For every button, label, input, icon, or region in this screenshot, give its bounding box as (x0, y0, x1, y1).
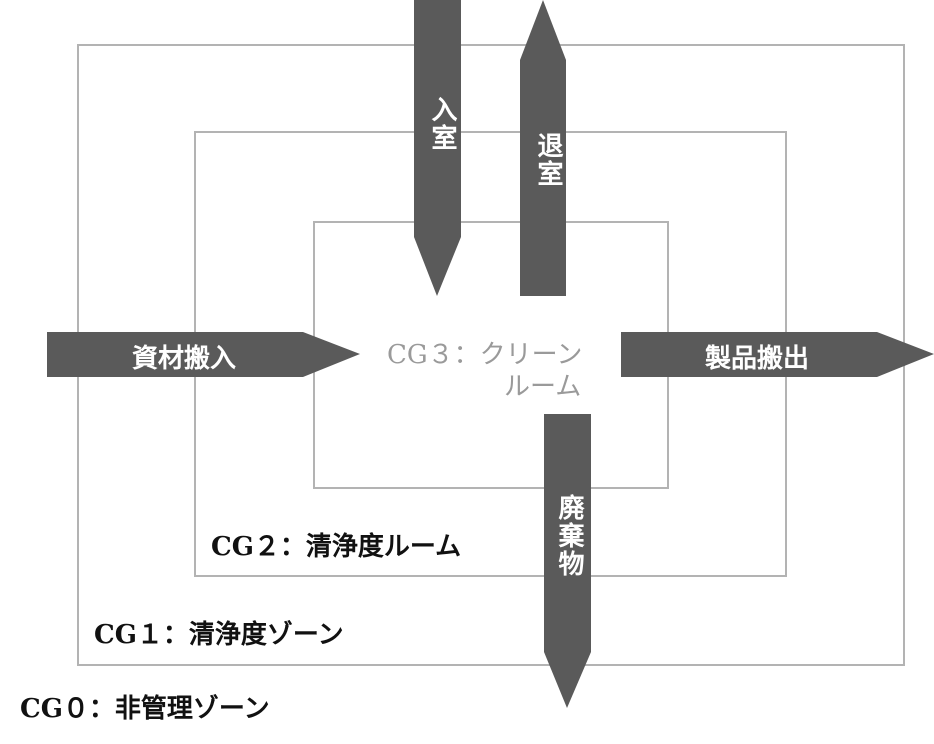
zone-label-cg3-line2: ルーム (504, 372, 582, 402)
zone-label-cg2: CG２：清浄度ルーム (211, 532, 462, 562)
exit-arrow-label: 退室 (533, 132, 563, 188)
waste-arrow (544, 414, 591, 708)
materials-in-arrow-label: 資材搬入 (132, 344, 237, 374)
zone-label-cg1: CG１：清浄度ゾーン (94, 620, 344, 650)
products-out-arrow-label: 製品搬出 (705, 344, 810, 374)
waste-arrow-label: 廃棄物 (554, 494, 584, 578)
products-out-arrow (621, 332, 934, 377)
zone-label-cg3-line1: CG３：クリーン (387, 340, 583, 370)
exit-arrow (520, 0, 566, 296)
entry-arrow (414, 0, 461, 296)
zone-label-cg0: CG０：非管理ゾーン (20, 694, 270, 724)
materials-in-arrow (47, 332, 360, 377)
entry-arrow-label: 入室 (427, 96, 457, 152)
